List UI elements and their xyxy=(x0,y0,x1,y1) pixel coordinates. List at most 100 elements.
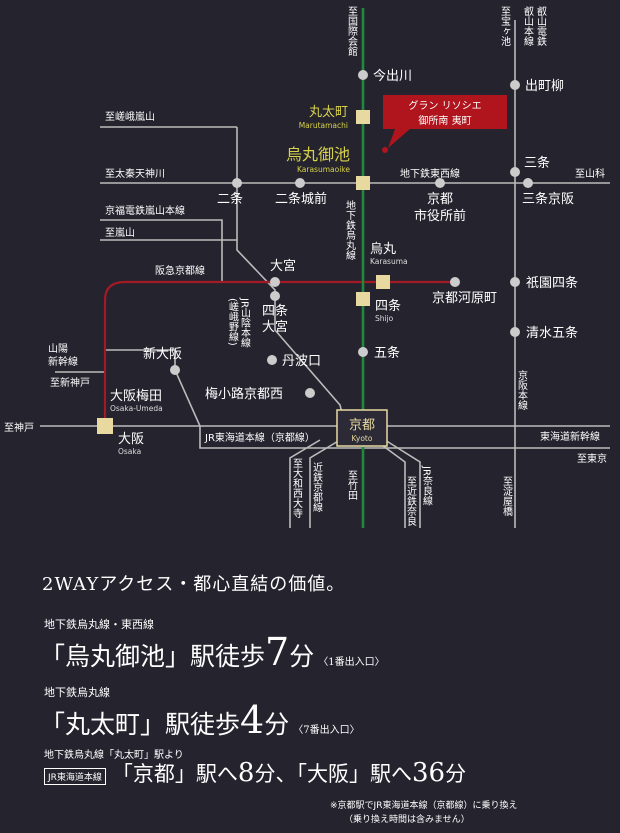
station-dot-kiyomizu xyxy=(510,327,520,337)
label-marutamachi: 丸太町 xyxy=(309,105,348,120)
headline: 2WAYアクセス・都心直結の価値。 xyxy=(42,574,346,595)
jr-tokaido-badge: JR東海道本線 xyxy=(44,768,106,785)
label-keifuku: 京福電鉄嵐山本線 xyxy=(105,204,185,217)
label-omiya: 大宮 xyxy=(270,258,296,274)
label-to-nara-kintetsu: 至近鉄奈良 xyxy=(405,476,417,527)
line3-text-1: 「京都」駅へ xyxy=(111,762,238,786)
line2-exit: 〈7番出入口〉 xyxy=(293,725,360,736)
property-location-dot xyxy=(382,147,388,153)
label-eizan-sub: 叡山電鉄 xyxy=(535,5,547,47)
label-to-yamashina: 至山科 xyxy=(575,167,605,180)
label-sanin-sub: (嵯峨野線) xyxy=(227,298,239,346)
label-to-uzumasa: 至太秦天神川 xyxy=(105,167,165,180)
station-dot-kawaramachi xyxy=(450,277,460,287)
label-osaka: 大阪 xyxy=(118,432,144,447)
label-to-kobe: 至神戸 xyxy=(4,421,34,434)
label-shijo-omiya-2: 大宮 xyxy=(262,319,288,335)
kyoto-station-box xyxy=(336,409,388,447)
line3-text-2: 分、「大阪」駅へ xyxy=(254,762,412,786)
label-keihan-line: 京阪本線 xyxy=(516,369,528,410)
label-shiyakusho-1: 京都 xyxy=(427,192,453,207)
station-dot-gojo xyxy=(358,347,368,357)
line1-row: 「烏丸御池」駅徒歩7分〈1番出入口〉 xyxy=(40,630,385,674)
label-kawaramachi: 京都河原町 xyxy=(432,291,497,306)
station-dot-demachiyanagi xyxy=(510,80,520,90)
line3-row: JR東海道本線「京都」駅へ8分、「大阪」駅へ36分 xyxy=(44,758,466,788)
label-shiyakusho-2: 市役所前 xyxy=(414,208,466,224)
label-osaka-umeda: 大阪梅田 xyxy=(110,389,162,404)
label-shin-osaka: 新大阪 xyxy=(143,346,182,362)
label-tambaguchi: 丹波口 xyxy=(282,354,321,369)
label-to-yamato-saidaiji: 至大和西大寺 xyxy=(291,458,303,518)
label-tozai-line: 地下鉄東西線 xyxy=(400,167,460,180)
line3-min-1: 8 xyxy=(237,758,255,788)
station-square-osaka-umeda xyxy=(97,418,113,434)
station-square-shijo xyxy=(356,292,370,306)
line1-minutes: 7 xyxy=(265,630,290,674)
label-kyoto-en: Kyoto xyxy=(352,434,373,443)
label-jr-nara-line: JR奈良線 xyxy=(421,465,433,506)
line3-unit: 分 xyxy=(445,762,467,786)
label-hankyu-line: 阪急京都線 xyxy=(155,264,205,277)
label-umekoji: 梅小路京都西 xyxy=(205,386,283,402)
station-dot-nijojo-mae xyxy=(295,178,305,188)
label-to-saga-arashiyama: 至嵯峨嵐山 xyxy=(105,110,155,123)
line3-min-2: 36 xyxy=(411,758,446,788)
label-gion: 祇園四条 xyxy=(526,275,578,291)
label-jr-tokaido: JR東海道本線（京都線） xyxy=(204,431,315,444)
line2-caption: 地下鉄烏丸線 xyxy=(44,686,110,699)
label-sanjo-keihan: 三条京阪 xyxy=(522,191,574,207)
label-tokaido-shinkansen: 東海道新幹線 xyxy=(540,430,600,443)
line1-exit: 〈1番出入口〉 xyxy=(318,657,385,668)
sanin-line xyxy=(236,127,346,426)
label-sanyo-1: 山陽 xyxy=(48,343,68,355)
jr-nara-branch xyxy=(374,439,406,528)
line3-caption: 地下鉄烏丸線「丸太町」駅より xyxy=(44,750,184,761)
note-1: ※京都駅でJR東海道本線（京都線）に乗り換え xyxy=(330,801,518,811)
label-karasuma-en: Karasuma xyxy=(370,257,408,266)
station-dot-shiyakusho xyxy=(435,178,445,188)
kintetsu-branch xyxy=(289,439,321,528)
label-property-2: 御所南 夷町 xyxy=(418,114,471,127)
station-dot-nijo xyxy=(232,178,242,188)
label-shijo: 四条 xyxy=(375,298,401,314)
label-karasumaoike: 烏丸御池 xyxy=(286,145,350,164)
label-karasuma-line: 地下鉄烏丸線 xyxy=(344,199,356,260)
railway-map: グラン リソシエ 御所南 夷町 至国際会館 至宝ヶ池 叡山電鉄 叡山本線 今出川… xyxy=(4,5,610,528)
label-to-arashiyama: 至嵐山 xyxy=(105,227,135,239)
access-info: 2WAYアクセス・都心直結の価値。 地下鉄烏丸線・東西線 「烏丸御池」駅徒歩7分… xyxy=(0,540,620,833)
label-kiyomizu: 清水五条 xyxy=(526,325,578,341)
label-kyoto: 京都 xyxy=(349,418,375,433)
property-pointer xyxy=(388,129,410,148)
line2-unit: 分 xyxy=(264,710,290,739)
note-2: （乗り換え時間は含みません） xyxy=(344,815,470,825)
label-eizan: 叡山本線 xyxy=(522,5,534,46)
line2-minutes: 4 xyxy=(240,698,265,742)
line1-station: 「烏丸御池」駅徒歩 xyxy=(40,642,266,671)
label-karasumaoike-en: Karasumaoike xyxy=(297,165,350,174)
label-sanjo: 三条 xyxy=(524,155,550,171)
label-to-shinkobe: 至新神戸 xyxy=(50,376,90,389)
label-nijojo-mae: 二条城前 xyxy=(275,191,327,207)
station-square-karasuma xyxy=(376,275,390,289)
station-dot-umekoji xyxy=(305,388,315,398)
station-dot-omiya xyxy=(270,277,280,287)
station-markers xyxy=(97,70,533,447)
label-to-takeda: 至竹田 xyxy=(346,470,358,500)
label-osaka-umeda-en: Osaka-Umeda xyxy=(110,404,163,413)
label-property-1: グラン リソシエ xyxy=(408,99,481,112)
label-karasuma: 烏丸 xyxy=(370,241,396,257)
jr-nara-line xyxy=(384,439,421,528)
kintetsu-line xyxy=(309,439,341,528)
station-square-karasumaoike xyxy=(356,176,370,190)
label-to-takaragaike: 至宝ヶ池 xyxy=(499,6,511,46)
station-square-marutamachi xyxy=(356,110,370,124)
label-to-yodoyabashi: 至淀屋橋 xyxy=(501,476,513,517)
hankyu-line xyxy=(103,280,455,426)
station-dot-shijo-omiya xyxy=(270,291,280,301)
label-demachiyanagi: 出町柳 xyxy=(525,79,564,94)
station-dot-tambaguchi xyxy=(267,355,277,365)
station-dot-shin-osaka xyxy=(170,365,180,375)
line2-row: 「丸太町」駅徒歩4分〈7番出入口〉 xyxy=(40,698,360,742)
line2-station: 「丸太町」駅徒歩 xyxy=(40,710,241,739)
